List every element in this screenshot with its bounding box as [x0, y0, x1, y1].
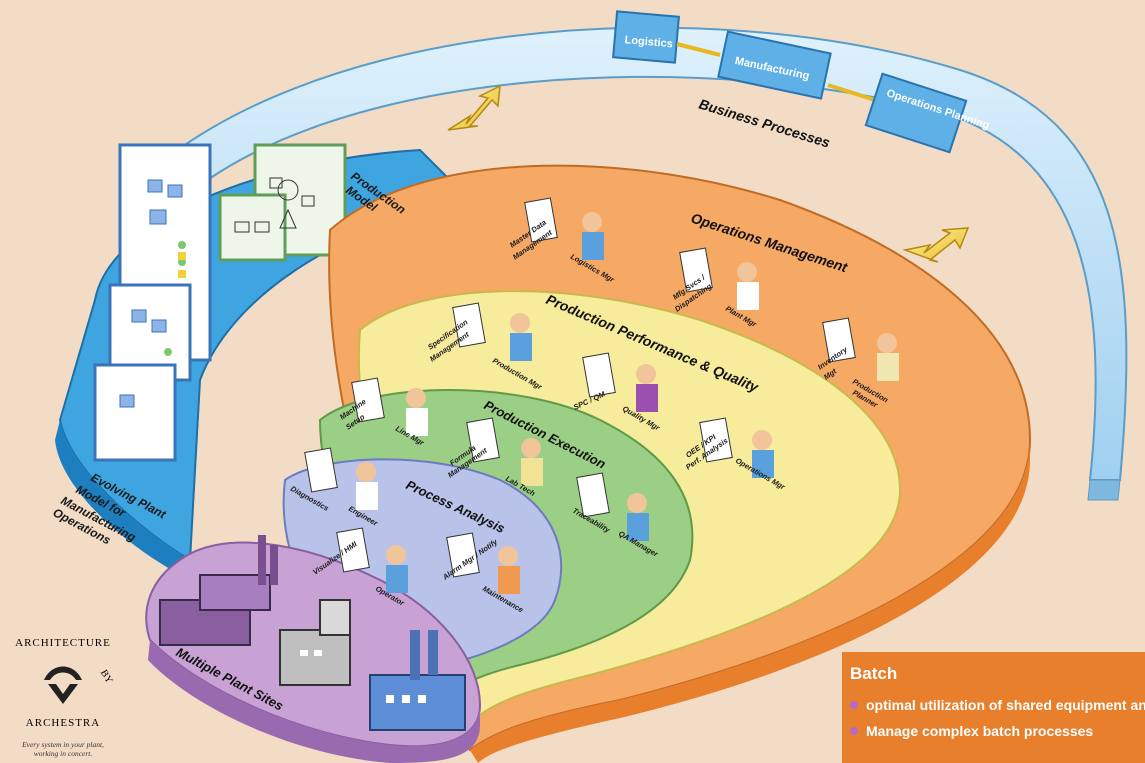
- person-icons: [356, 212, 899, 594]
- logistics-box: [612, 10, 680, 64]
- bullet-icon: [850, 701, 858, 709]
- operations-planning-box: [864, 72, 968, 154]
- batch-panel: Batch optimal utilization of shared equi…: [842, 652, 1145, 763]
- archestra-logo: ARCHITECTURE BY ARCHESTRA Every system i…: [8, 622, 118, 763]
- model-panel-green-small: [218, 193, 287, 262]
- batch-item-text: optimal utilization of shared equipment …: [866, 697, 1145, 713]
- business-processes-title: Business Processes: [697, 96, 832, 151]
- plant-buildings: [159, 535, 466, 731]
- logo-tagline-1: Every system in your plant,: [22, 740, 104, 749]
- bullet-icon: [850, 727, 858, 735]
- logo-tagline-2: working in concert.: [33, 749, 93, 758]
- arrow-icon: [447, 84, 501, 131]
- logistics-label: Logistics: [624, 34, 673, 50]
- batch-item: Manage complex batch processes: [850, 722, 1145, 740]
- bp-connector: [676, 42, 721, 57]
- logo-ring-by: BY: [98, 668, 114, 686]
- plant-model-panels: [93, 143, 347, 462]
- batch-title: Batch: [850, 664, 898, 683]
- manufacturing-box: [717, 30, 832, 100]
- logo-ring-bottom: ARCHESTRA: [26, 717, 100, 729]
- batch-item: optimal utilization of shared equipment …: [850, 696, 1145, 714]
- flowchart-panel-small: [93, 363, 177, 462]
- logo-tagline: Every system in your plant, working in c…: [8, 740, 118, 758]
- logo-ring-top: ARCHITECTURE: [15, 637, 111, 649]
- batch-list: optimal utilization of shared equipment …: [850, 696, 1145, 748]
- batch-item-text: Manage complex batch processes: [866, 723, 1094, 739]
- business-processes-band: [128, 26, 1128, 501]
- arrow-icon: [902, 227, 970, 263]
- screen-icons: [304, 197, 856, 578]
- bp-connector: [827, 83, 876, 102]
